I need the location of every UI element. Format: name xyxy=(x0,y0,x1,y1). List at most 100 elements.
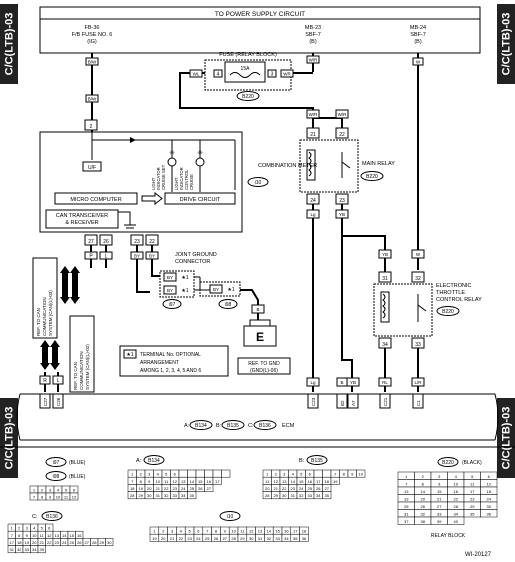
meter-pin-22: 22 xyxy=(149,239,155,245)
fuse-fb36: FB-36 xyxy=(85,25,100,31)
conn-b134-pin: 35 xyxy=(190,493,195,498)
can-ref-1: REF. TO CAN COMMUNICATION SYSTEM (CAN)(L… xyxy=(32,257,58,339)
conn-i10-pin: 36 xyxy=(302,536,307,541)
meter-uf: U/F xyxy=(88,165,96,171)
ecm-c: C: xyxy=(248,423,254,429)
conn-i10-pin: 6 xyxy=(197,529,200,534)
conn-b220-pin: 7 xyxy=(405,481,408,486)
conn-joint-pin: 9 xyxy=(49,494,52,499)
conn-b135-pin: 28 xyxy=(265,493,270,498)
conn-joint-pin: 8 xyxy=(41,494,44,499)
conn-b136-pin: 21 xyxy=(40,540,45,545)
conn-i98-color: (BLUE) xyxy=(69,474,86,480)
conn-b136-pin: 10 xyxy=(32,533,37,538)
conn-b220-pin: 21 xyxy=(437,496,442,501)
main-relay-conn: B220 xyxy=(366,174,378,180)
main-relay-name: MAIN RELAY xyxy=(362,161,395,167)
wire-lr: L/R xyxy=(414,380,422,385)
conn-b220-pin: 29 xyxy=(470,504,475,509)
can-ref-2: REF. TO CAN COMMUNICATION SYSTEM (CAN)(L… xyxy=(69,315,95,393)
conn-b134-pin: 25 xyxy=(190,486,195,491)
conn-i10-pin: 16 xyxy=(284,529,289,534)
section-tab-bottom: C/C(LTB)-03 xyxy=(0,398,18,478)
power-title: TO POWER SUPPLY CIRCUIT xyxy=(215,11,305,18)
conn-i97-color: (BLUE) xyxy=(69,460,86,466)
conn-b136-pin: 35 xyxy=(40,547,45,552)
conn-b135-pin: 25 xyxy=(308,486,313,491)
footer-code: WI-20127 xyxy=(465,552,492,558)
drive-circuit: DRIVE CIRCUIT xyxy=(180,197,221,203)
wire-lg-ecm: Lg xyxy=(310,380,316,385)
meter-bottom-pins: 27 26 23 22 xyxy=(84,234,159,246)
conn-b220-pin: 25 xyxy=(404,504,409,509)
conn-b136-pin: 20 xyxy=(32,540,37,545)
ground-e: E xyxy=(256,330,264,344)
conn-b220-pin: 3 xyxy=(438,474,441,479)
conn-b134-pin: 17 xyxy=(215,479,220,484)
conn-b134-cell xyxy=(212,469,222,478)
conn-b134-cell xyxy=(212,476,222,485)
joint-star-2: ★1 xyxy=(181,288,188,294)
conn-b220-pin: 36 xyxy=(487,511,492,516)
fuse-title: FUSE (RELAY BLOCK) xyxy=(219,52,277,58)
conn-b134-pin: 34 xyxy=(181,493,186,498)
conn-b136-pin: 11 xyxy=(40,533,45,538)
wire-by-22: BY xyxy=(149,254,155,259)
conn-b136-oval xyxy=(41,511,63,521)
can-ref1-l1: REF. TO CAN xyxy=(36,308,41,336)
wire-bw-top: B/W xyxy=(88,60,97,65)
conn-b135-pin: 8 xyxy=(343,472,346,477)
wire-wr-top: W/R xyxy=(309,58,318,63)
conn-i10-pin: 19 xyxy=(152,536,157,541)
conn-b220-pin: 32 xyxy=(421,511,426,516)
conn-i10-pin: 17 xyxy=(293,529,298,534)
conn-i10-pin: 24 xyxy=(196,536,201,541)
fuse-relay-block: FUSE (RELAY BLOCK) 15A 4 3 B220 xyxy=(204,52,292,101)
wire-p: P xyxy=(89,254,93,260)
conn-i10-pin: 12 xyxy=(249,529,254,534)
fuse-mb23: MB-23 xyxy=(305,25,321,31)
fuse-sbf7-a: SBF-7 xyxy=(305,32,321,38)
conn-i97: i97 xyxy=(53,460,60,466)
conn-i10-pin: 23 xyxy=(187,536,192,541)
etc-name-3: CONTROL RELAY xyxy=(436,297,482,303)
conn-b134-cell xyxy=(204,469,214,478)
conn-i10-pin: 3 xyxy=(171,529,174,534)
terminal-note: ★1 TERMINAL No. OPTIONAL ARRANGEMENT AMO… xyxy=(119,345,229,377)
conn-b135-pin: 5 xyxy=(300,472,303,477)
conn-b220-pin: 24 xyxy=(487,496,492,501)
conn-b134-pin: 7 xyxy=(131,479,134,484)
conn-b134-pin: 29 xyxy=(139,493,144,498)
light1-line3: LIGHT xyxy=(151,177,156,190)
conn-b136-pin: 26 xyxy=(77,540,82,545)
conn-b134-pin: 30 xyxy=(147,493,152,498)
meter-name: COMBINATION METER xyxy=(258,163,317,169)
conn-b220-pin: 10 xyxy=(454,481,459,486)
conn-b135-pin: 32 xyxy=(299,493,304,498)
conn-b136-cell xyxy=(105,538,114,546)
conn-i10-pin: 33 xyxy=(275,536,280,541)
conn-b220-pin: 17 xyxy=(470,489,475,494)
conn-b134-pin: 32 xyxy=(164,493,169,498)
conn-b134-pin: 4 xyxy=(157,472,160,477)
conn-b135-pin: 23 xyxy=(291,486,296,491)
conn-b136-pin: 3 xyxy=(26,526,29,531)
conn-b134-pin: 31 xyxy=(156,493,161,498)
conn-joint-pin: 7 xyxy=(33,494,36,499)
etc-name-2: THROTTLE xyxy=(436,290,465,296)
conn-i10-oval xyxy=(219,511,241,521)
ecm-bus: C27 C26 C23 B2 A7 C21 C1 A: B134 B: B135… xyxy=(16,393,499,441)
conn-b220-pin: 1 xyxy=(405,474,408,479)
main-relay: MAIN RELAY B220 21 22 24 23 xyxy=(299,127,395,205)
conn-b135-cell xyxy=(322,469,332,478)
joint-name-2: CONNECTOR xyxy=(175,259,210,265)
wire-lg: Lg xyxy=(310,212,316,217)
conn-b220-oval xyxy=(437,457,459,467)
conn-b220-pin: 13 xyxy=(404,489,409,494)
conn-relay-block: RELAY BLOCK xyxy=(431,533,466,539)
section-tab-top: C/C(LTB)-03 xyxy=(0,4,18,84)
conn-b134-pin: 21 xyxy=(156,486,161,491)
note-line1: TERMINAL No. OPTIONAL xyxy=(140,352,201,358)
ecm-b135: B135 xyxy=(227,423,239,429)
wire-wr-relay: W/R xyxy=(309,112,318,117)
